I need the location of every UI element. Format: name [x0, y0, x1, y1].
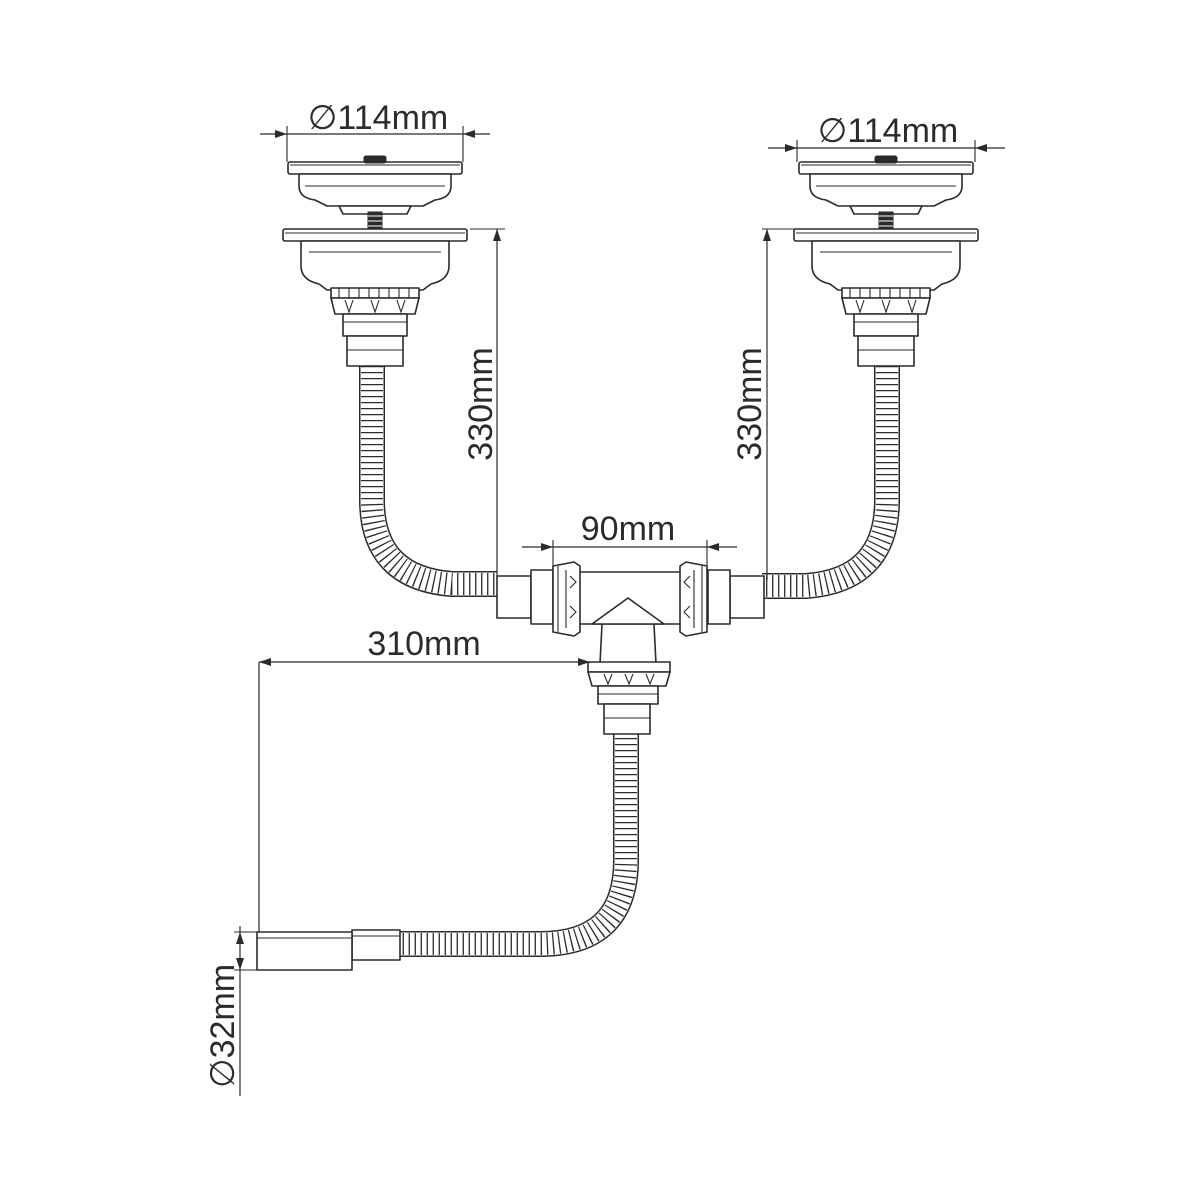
left-basket-strainer [282, 155, 468, 367]
left-diameter-dimension: ∅114mm [260, 99, 490, 162]
left-height-label: 330mm [462, 347, 500, 460]
left-flexible-hose [359, 366, 497, 597]
outlet-diameter-dimension: ∅32mm [204, 926, 257, 1096]
tee-fitting [496, 561, 765, 735]
right-diameter-dimension: ∅114mm [768, 112, 1005, 162]
right-height-dimension: 330mm [731, 228, 795, 580]
tee-spacing-dimension: 90mm [522, 510, 737, 566]
right-flexible-hose [762, 366, 900, 599]
outlet-diameter-label: ∅32mm [204, 964, 242, 1088]
outlet-pipe [256, 929, 401, 971]
left-diameter-label: ∅114mm [308, 99, 448, 137]
outlet-offset-dimension: 310mm [258, 625, 590, 932]
right-diameter-label: ∅114mm [818, 112, 958, 150]
outlet-offset-label: 310mm [367, 625, 480, 663]
right-basket-strainer [793, 155, 979, 367]
left-height-dimension: 330mm [462, 228, 505, 576]
outlet-flexible-hose [400, 732, 639, 957]
tee-spacing-label: 90mm [581, 510, 675, 548]
right-height-label: 330mm [731, 347, 769, 460]
